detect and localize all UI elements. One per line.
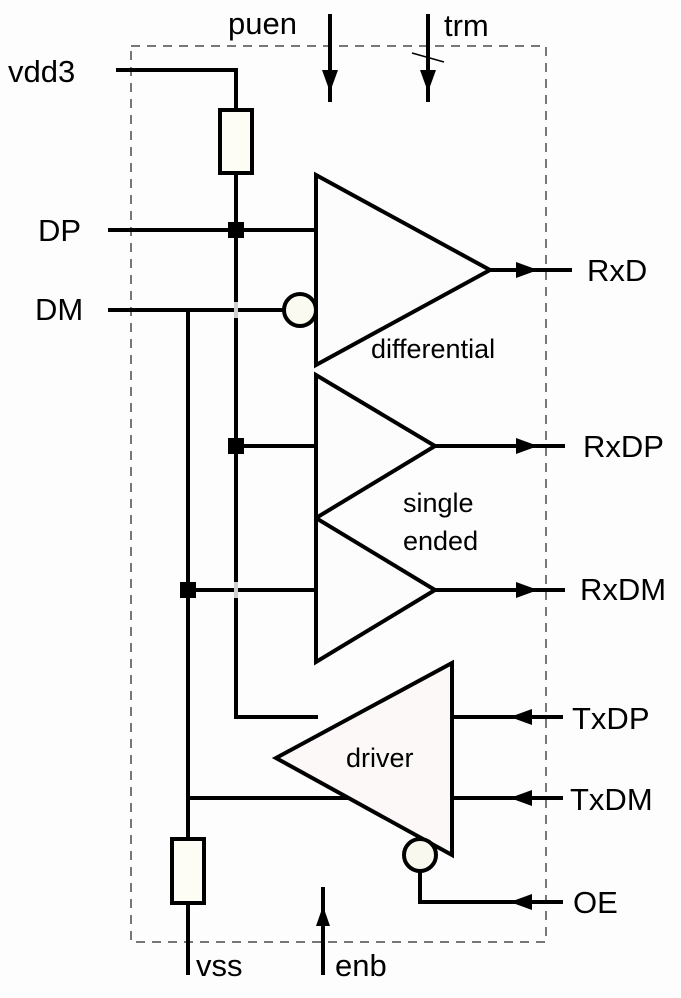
- dp-junction: [228, 222, 244, 238]
- txdp-arrow-icon: [510, 709, 532, 725]
- puen-input: puen: [228, 6, 338, 102]
- txdm-arrow-icon: [510, 790, 532, 806]
- rxdp-junction: [228, 438, 244, 454]
- differential-label: differential: [371, 334, 495, 364]
- puen-label: puen: [228, 6, 297, 41]
- txdp-label: TxDP: [572, 701, 650, 736]
- dp-bus-wire: [234, 173, 318, 719]
- bus-slash-icon: [411, 52, 445, 63]
- oe-arrow-icon: [510, 894, 532, 910]
- pulldown-resistor: [170, 837, 206, 905]
- pullup-resistor: [218, 108, 254, 175]
- differential-receiver: [314, 171, 495, 369]
- single-ended-receiver-dp: [314, 371, 439, 522]
- vdd3-wire: [116, 68, 238, 110]
- vss-label: vss: [196, 948, 243, 983]
- driver-label: driver: [346, 743, 414, 773]
- vdd3-label: vdd3: [8, 54, 75, 89]
- rxdp-arrow-icon: [516, 438, 538, 454]
- oe-wire: [418, 871, 563, 904]
- rxd-arrow-icon: [516, 262, 538, 278]
- single-ended-label-line2: ended: [403, 526, 478, 556]
- enb-label: enb: [335, 948, 387, 983]
- trm-arrow-icon: [420, 70, 436, 92]
- dp-label: DP: [38, 213, 81, 248]
- enb-arrow-icon: [316, 906, 330, 926]
- oe-inverting-bubble-icon: [402, 837, 438, 873]
- rxd-label: RxD: [587, 253, 647, 288]
- trm-input: trm: [411, 8, 489, 102]
- oe-label: OE: [573, 885, 618, 920]
- puen-arrow-icon: [322, 70, 338, 92]
- rxdm-arrow-icon: [516, 582, 538, 598]
- single-ended-label-line1: single: [403, 488, 474, 518]
- rxdm-label: RxDM: [580, 572, 666, 607]
- trm-label: trm: [444, 8, 489, 43]
- rxdm-junction: [180, 582, 196, 598]
- txdm-label: TxDM: [570, 782, 653, 817]
- output-driver: [271, 659, 454, 859]
- rxdp-label: RxDP: [583, 429, 664, 464]
- dm-label: DM: [35, 292, 83, 327]
- inverting-input-bubble-icon: [282, 292, 318, 328]
